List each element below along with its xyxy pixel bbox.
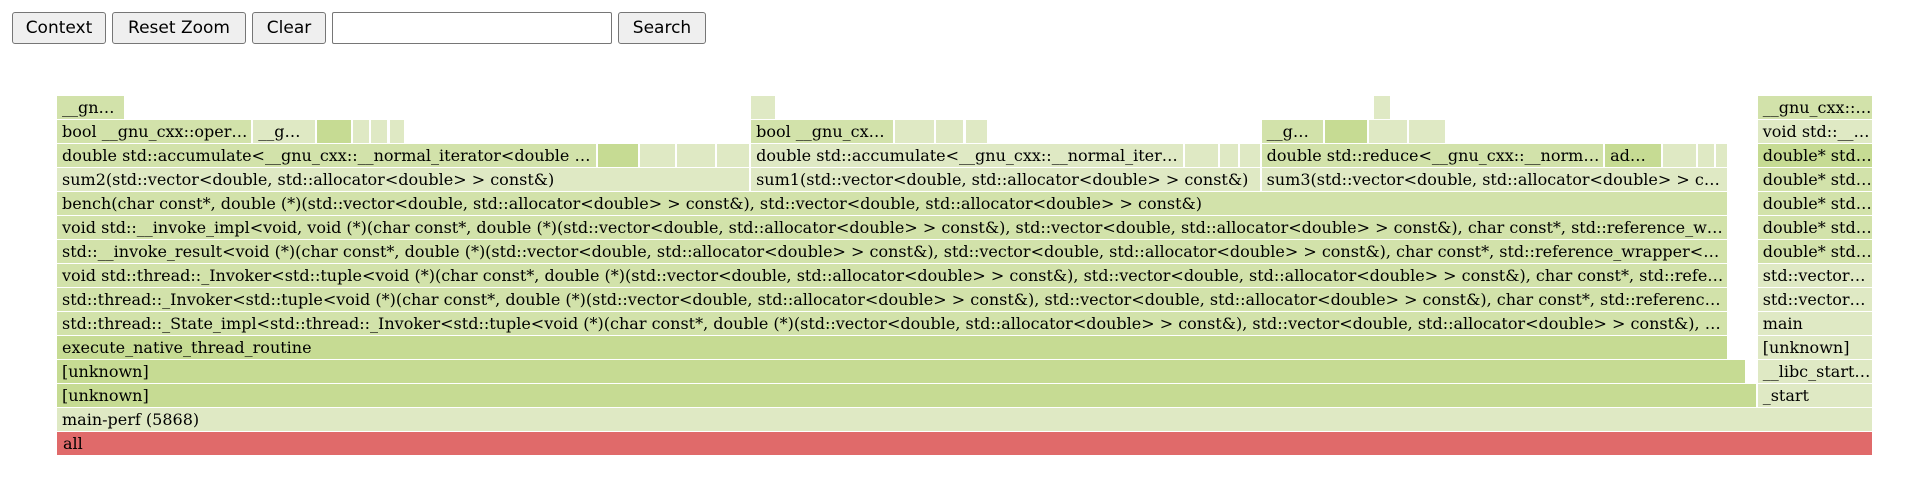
flame-frame[interactable]: double* std::fill_n() xyxy=(1757,168,1874,191)
flame-frame[interactable]: __gn… xyxy=(57,96,127,119)
flame-frame[interactable] xyxy=(371,120,390,143)
flame-frame[interactable] xyxy=(936,120,966,143)
flame-frame[interactable] xyxy=(1239,144,1262,167)
flame-frame[interactable]: sum2(std::vector<double, std::allocator<… xyxy=(57,168,752,191)
flame-frame[interactable] xyxy=(894,120,937,143)
flame-frame[interactable]: void std::__fill_a() xyxy=(1757,120,1874,143)
flame-frame[interactable] xyxy=(1663,144,1698,167)
flame-frame[interactable]: all xyxy=(57,432,1874,455)
flame-frame[interactable]: std::vector<double, std::allocator<doubl… xyxy=(1757,288,1874,311)
flame-frame[interactable]: main xyxy=(1757,312,1874,335)
flame-frame[interactable]: __g… xyxy=(253,120,317,143)
flame-frame[interactable] xyxy=(676,144,717,167)
flame-frame[interactable]: ad… xyxy=(1605,144,1664,167)
flame-frame[interactable]: __gnu_cxx::__is_null_pointer() xyxy=(1757,96,1874,119)
flame-frame[interactable]: execute_native_thread_routine xyxy=(57,336,1729,359)
flame-frame[interactable] xyxy=(716,144,752,167)
flame-frame[interactable]: std::__invoke_result<void (*)(char const… xyxy=(57,240,1729,263)
flame-frame[interactable]: double* std::__uninitialized_fill_n<true… xyxy=(1757,192,1874,215)
flame-frame[interactable]: double* std::__fill_n_a() xyxy=(1757,144,1874,167)
flame-frame[interactable]: double std::accumulate<__gnu_cxx::__norm… xyxy=(57,144,599,167)
flame-frame[interactable]: _start xyxy=(1757,384,1874,407)
flame-frame[interactable] xyxy=(1715,144,1729,167)
flame-frame[interactable]: __libc_start… xyxy=(1757,360,1874,383)
flame-frame[interactable]: [unknown] xyxy=(57,360,1747,383)
flame-frame[interactable] xyxy=(1325,120,1369,143)
flame-frame[interactable]: std::thread::_State_impl<std::thread::_I… xyxy=(57,312,1729,335)
flame-frame[interactable]: __g… xyxy=(1261,120,1326,143)
flame-frame[interactable] xyxy=(316,120,354,143)
flame-frame[interactable]: bool __gnu_cxx::operator!=<double const*… xyxy=(57,120,254,143)
flame-frame[interactable]: double* std::uninitialized_fill_n() xyxy=(1757,216,1874,239)
flame-frame[interactable]: [unknown] xyxy=(57,384,1758,407)
flame-frame[interactable]: double std::accumulate<__gnu_cxx::__norm… xyxy=(751,144,1186,167)
flame-frame[interactable] xyxy=(751,96,777,119)
flame-frame[interactable]: bench(char const*, double (*)(std::vecto… xyxy=(57,192,1729,215)
flame-frame[interactable] xyxy=(1374,96,1393,119)
search-button[interactable]: Search xyxy=(618,12,706,44)
flame-frame[interactable] xyxy=(1219,144,1240,167)
flame-frame[interactable]: void std::thread::_Invoker<std::tuple<vo… xyxy=(57,264,1729,287)
flame-frame[interactable]: std::thread::_Invoker<std::tuple<void (*… xyxy=(57,288,1729,311)
flame-frame[interactable] xyxy=(965,120,990,143)
flame-frame[interactable] xyxy=(640,144,677,167)
flame-frame[interactable]: sum1(std::vector<double, std::allocator<… xyxy=(751,168,1262,191)
flame-frame[interactable] xyxy=(353,120,372,143)
flame-frame[interactable]: double std::reduce<__gnu_cxx::__normal_i… xyxy=(1261,144,1606,167)
context-button[interactable]: Context xyxy=(12,12,106,44)
flame-frame[interactable]: sum3(std::vector<double, std::allocator<… xyxy=(1261,168,1729,191)
flame-frame[interactable] xyxy=(389,120,406,143)
clear-button[interactable]: Clear xyxy=(252,12,326,44)
flame-frame[interactable]: main-perf (5868) xyxy=(57,408,1874,431)
flame-frame[interactable]: void std::__invoke_impl<void, void (*)(c… xyxy=(57,216,1729,239)
search-input[interactable] xyxy=(332,12,612,44)
flame-frame[interactable]: bool __gnu_cxx::operator!=<double const*… xyxy=(751,120,895,143)
flame-frame[interactable] xyxy=(1185,144,1220,167)
reset-zoom-button[interactable]: Reset Zoom xyxy=(112,12,246,44)
flame-frame[interactable] xyxy=(598,144,641,167)
flame-frame[interactable] xyxy=(1368,120,1409,143)
flame-frame[interactable] xyxy=(1408,120,1447,143)
flame-frame[interactable]: std::vector<double, std::allocator<doubl… xyxy=(1757,264,1874,287)
flame-frame[interactable]: [unknown] xyxy=(1757,336,1874,359)
flame-frame[interactable] xyxy=(1697,144,1716,167)
flame-frame[interactable]: double* std::__uninitialized_fill_n_a() xyxy=(1757,240,1874,263)
